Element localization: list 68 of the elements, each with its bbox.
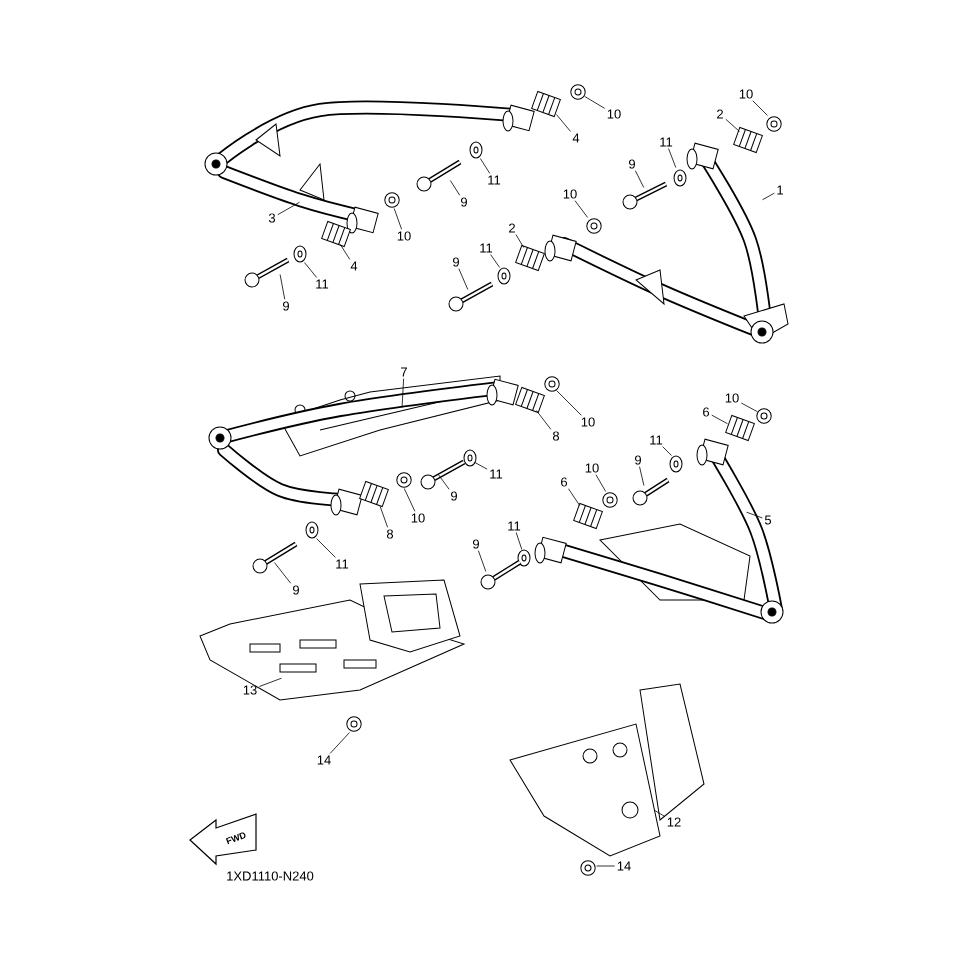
leader-line (449, 180, 461, 196)
nut (346, 716, 362, 732)
leader-line (401, 378, 405, 408)
bolt (416, 159, 462, 192)
leader-line (584, 95, 606, 109)
leader-line (711, 414, 728, 425)
leader-line (329, 732, 350, 754)
leader-line (393, 208, 402, 230)
leader-line (595, 474, 607, 492)
leader-line (574, 200, 589, 218)
leader-line (740, 402, 758, 413)
leader-line (474, 461, 488, 470)
leader-line (304, 262, 318, 278)
nut (766, 116, 782, 132)
leader-line (274, 562, 292, 584)
leader-line (490, 254, 501, 268)
leader-line (668, 148, 677, 168)
bushing (725, 414, 755, 442)
leader-line (639, 466, 645, 486)
leader-line (279, 274, 286, 300)
washer (497, 267, 511, 285)
nut (756, 408, 772, 424)
leader-line (316, 538, 336, 558)
bushing (321, 220, 351, 248)
washer (305, 521, 319, 539)
nut (544, 376, 560, 392)
leader-line (662, 446, 672, 456)
guard-plate-drawing (509, 683, 705, 857)
leader-line (752, 100, 768, 116)
leader-line (458, 268, 469, 290)
leader-line (634, 170, 645, 188)
bushing (733, 126, 763, 154)
bolt (420, 459, 466, 490)
leader-line (654, 809, 666, 817)
leader-line (725, 118, 740, 132)
bolt (244, 257, 290, 288)
leader-line (536, 410, 552, 430)
suspension-arm-drawing (534, 438, 784, 624)
leader-line (277, 201, 300, 216)
leader-line (596, 865, 616, 867)
bolt (632, 477, 670, 506)
bushing (531, 90, 561, 118)
leader-line (568, 488, 581, 506)
washer (517, 549, 531, 567)
bolt (252, 541, 298, 574)
washer (293, 245, 307, 263)
bolt (448, 281, 494, 312)
leader-line (515, 532, 523, 550)
nut (580, 860, 596, 876)
leader-line (258, 677, 282, 687)
leader-line (762, 192, 775, 201)
guard-plate-drawing (199, 579, 465, 701)
leader-line (478, 550, 487, 572)
leader-line (403, 488, 416, 512)
leader-line (479, 158, 491, 174)
suspension-arm-drawing (208, 375, 519, 516)
leader-line (556, 390, 582, 416)
leader-line (746, 511, 763, 519)
leader-line (515, 234, 525, 248)
bolt (622, 181, 668, 210)
bushing (515, 386, 545, 414)
leader-line (556, 114, 571, 132)
suspension-arm-drawing (204, 100, 535, 234)
bolt (480, 559, 522, 590)
leader-line (379, 506, 388, 528)
leader-line (437, 474, 450, 490)
nut (570, 84, 586, 100)
leader-line (339, 244, 351, 260)
